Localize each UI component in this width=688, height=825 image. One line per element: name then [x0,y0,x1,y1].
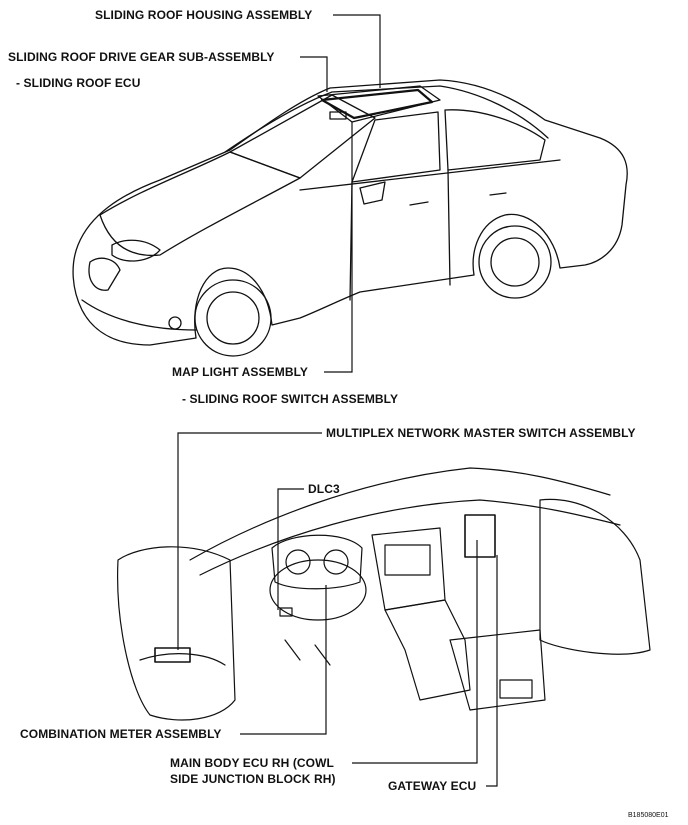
pedals [284,639,331,666]
leader-combination-meter [240,585,327,735]
leader-dlc3 [277,488,304,610]
front-bumper [81,299,197,331]
figure-code: B185080E01 [628,812,669,819]
left-door [117,546,236,721]
label-gateway-ecu: GATEWAY ECU [388,779,477,793]
door-line-rear [447,169,451,286]
label-main-body-ecu-line1: MAIN BODY ECU RH (COWL [170,756,334,770]
side-mirror [359,181,386,205]
door-handle-front [409,201,429,206]
gauge-left [285,549,311,575]
label-sliding-roof-drive-gear: SLIDING ROOF DRIVE GEAR SUB-ASSEMBLY [8,50,275,64]
leader-main-body-ecu [352,540,478,764]
multiplex-switch-part [154,647,191,663]
grille [88,257,121,291]
leader-multiplex [177,432,322,650]
label-multiplex-switch: MULTIPLEX NETWORK MASTER SWITCH ASSEMBLY [326,426,636,440]
map-light-part [329,111,347,120]
fog-lamp [168,316,182,330]
label-combination-meter: COMBINATION METER ASSEMBLY [20,727,222,741]
center-console [384,599,471,701]
rear-vents [499,679,533,699]
label-main-body-ecu-line2: SIDE JUNCTION BLOCK RH) [170,772,336,786]
leader-drive-gear [300,56,328,92]
dash-edge [199,499,621,576]
car-body-outline [72,79,628,346]
display-screen [384,544,431,576]
headlamp [111,239,161,262]
label-dlc3: DLC3 [308,482,340,496]
rear-wheel [478,225,552,299]
steering-wheel [269,559,367,621]
front-wheel-rim [206,291,260,345]
side-window-rear [444,109,546,171]
label-map-light: MAP LIGHT ASSEMBLY [172,365,309,379]
leader-gateway-ecu [486,555,498,787]
leader-housing [333,14,381,88]
console-box [449,629,546,711]
sunroof-outline [317,85,441,123]
dash-top [189,467,611,561]
leader-map-light [324,122,353,373]
door-handle-rear [489,192,507,196]
gauge-right [323,549,349,575]
side-window-front [351,111,441,183]
instrument-cluster [271,534,363,590]
left-door-armrest [139,653,226,666]
beltline [299,159,561,191]
dlc3-part [279,607,293,617]
label-sliding-roof-housing: SLIDING ROOF HOUSING ASSEMBLY [95,8,313,22]
hood [99,151,301,257]
gateway-ecu-part [464,514,496,558]
front-wheel [194,279,272,357]
right-door [539,498,651,655]
label-sliding-roof-ecu: - SLIDING ROOF ECU [16,76,141,90]
label-sliding-roof-switch: - SLIDING ROOF SWITCH ASSEMBLY [182,392,399,406]
rear-wheel-rim [490,237,540,287]
